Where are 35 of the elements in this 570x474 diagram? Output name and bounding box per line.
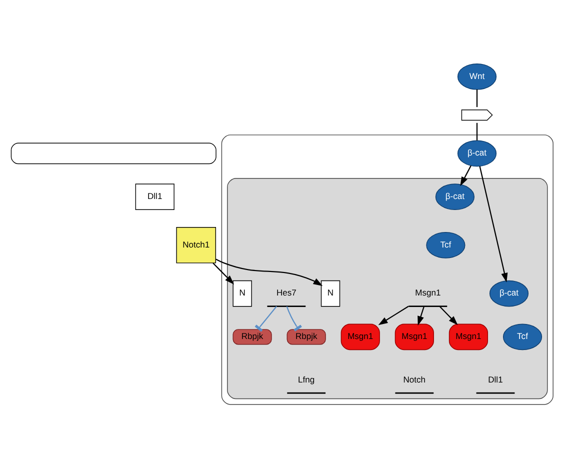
node-box: Msgn1 <box>448 324 488 350</box>
node-coil <box>461 109 493 121</box>
node-ellipse: β-cat <box>435 184 474 210</box>
connector <box>254 306 277 332</box>
arrow <box>216 258 323 286</box>
node-text: Msgn1 <box>415 288 441 298</box>
cluster <box>227 178 548 400</box>
node-text: Dll1 <box>488 374 503 384</box>
node-box: Rbpjk <box>286 329 326 345</box>
arrow <box>212 262 234 284</box>
node-box <box>10 142 216 164</box>
arrow <box>479 166 508 282</box>
node-text: Hes7 <box>276 288 296 298</box>
node-box: N <box>320 280 340 307</box>
cluster <box>221 134 554 405</box>
connector <box>476 122 478 140</box>
node-text: Notch <box>403 374 426 384</box>
node-box: Msgn1 <box>340 324 380 350</box>
connector <box>476 89 478 108</box>
node-ellipse: Tcf <box>426 232 466 258</box>
node-box: N <box>232 280 252 307</box>
node-box: Dll1 <box>135 184 174 210</box>
node-ellipse: β-cat <box>489 280 529 307</box>
node-ellipse: β-cat <box>457 140 497 167</box>
node-box: Notch1 <box>176 227 216 264</box>
node-ellipse: Tcf <box>502 324 542 350</box>
connector <box>286 306 302 332</box>
node-ellipse: Wnt <box>457 64 497 90</box>
arrow <box>418 306 425 326</box>
node-text: Lfng <box>298 374 315 384</box>
arrow <box>460 165 472 186</box>
arrow <box>378 306 409 326</box>
arrow <box>439 306 458 326</box>
node-box: Rbpjk <box>232 329 272 345</box>
node-box: Msgn1 <box>394 324 434 350</box>
